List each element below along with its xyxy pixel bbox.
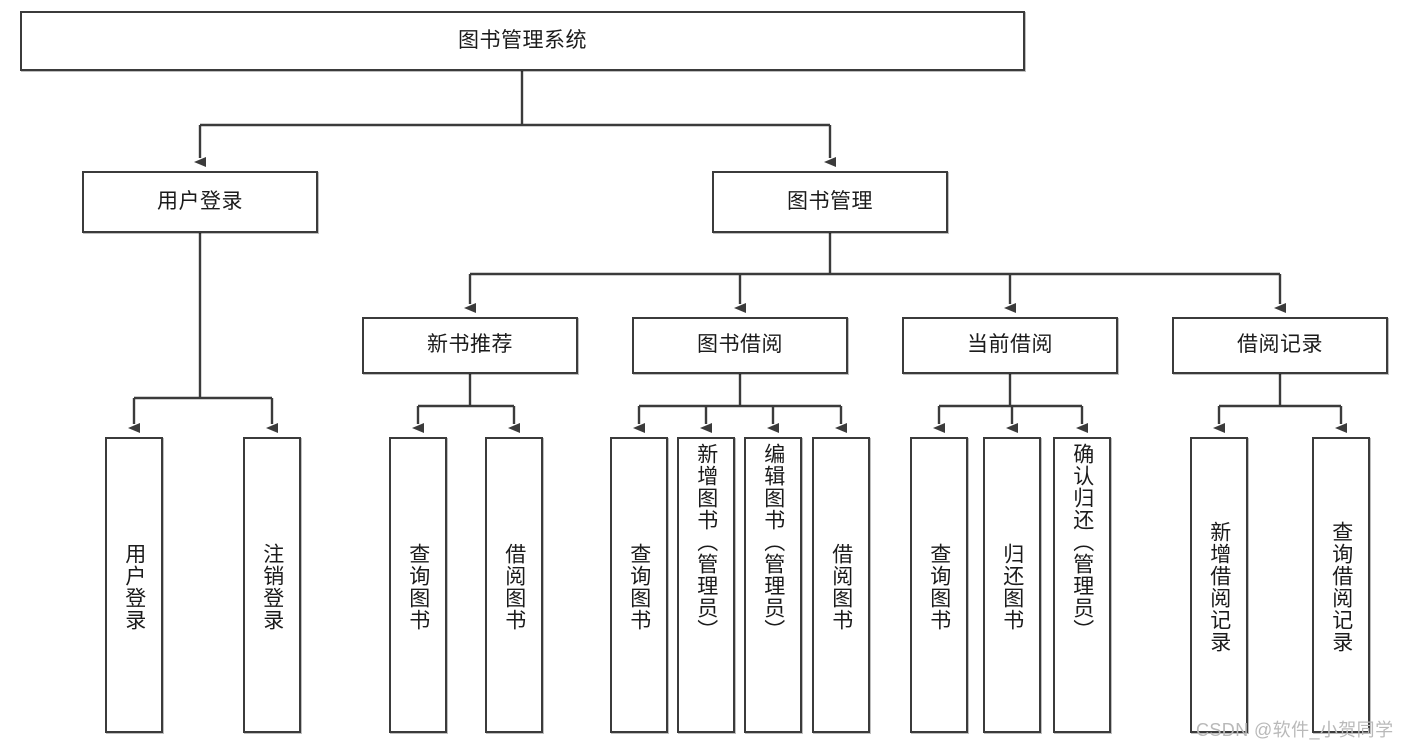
- node-label: 图书管理: [787, 189, 873, 213]
- node-borrow-record[interactable]: 借阅记录: [1172, 317, 1388, 374]
- node-leaf-user-login[interactable]: 用户登录: [105, 437, 163, 733]
- node-leaf-add-book[interactable]: 新增图书（管理员）: [677, 437, 735, 733]
- node-label: 查询图书: [927, 543, 951, 631]
- node-book-borrow[interactable]: 图书借阅: [632, 317, 848, 374]
- node-leaf-confirm-return[interactable]: 确认归还（管理员）: [1053, 437, 1111, 733]
- node-label: 编辑图书（管理员）: [761, 443, 785, 641]
- node-label: 新增图书（管理员）: [694, 443, 718, 641]
- node-label: 查询借阅记录: [1329, 521, 1353, 653]
- node-label: 借阅记录: [1237, 333, 1323, 357]
- node-leaf-return-book[interactable]: 归还图书: [983, 437, 1041, 733]
- node-leaf-query-record[interactable]: 查询借阅记录: [1312, 437, 1370, 733]
- node-leaf-edit-book[interactable]: 编辑图书（管理员）: [744, 437, 802, 733]
- node-label: 借阅图书: [829, 543, 853, 631]
- node-label: 新增借阅记录: [1207, 521, 1231, 653]
- node-new-book-rec[interactable]: 新书推荐: [362, 317, 578, 374]
- node-label: 注销登录: [260, 543, 284, 631]
- node-user-login[interactable]: 用户登录: [82, 171, 318, 233]
- node-leaf-query-book-2[interactable]: 查询图书: [610, 437, 668, 733]
- node-leaf-borrow-book-2[interactable]: 借阅图书: [812, 437, 870, 733]
- csdn-watermark: CSDN @软件_小贺同学: [1196, 720, 1394, 740]
- node-label: 当前借阅: [967, 333, 1053, 357]
- node-label: 用户登录: [157, 189, 243, 213]
- node-leaf-add-record[interactable]: 新增借阅记录: [1190, 437, 1248, 733]
- node-label: 确认归还（管理员）: [1070, 443, 1094, 641]
- node-leaf-query-book-3[interactable]: 查询图书: [910, 437, 968, 733]
- node-current-borrow[interactable]: 当前借阅: [902, 317, 1118, 374]
- node-label: 借阅图书: [502, 543, 526, 631]
- node-leaf-logout[interactable]: 注销登录: [243, 437, 301, 733]
- node-label: 查询图书: [406, 543, 430, 631]
- node-label: 新书推荐: [427, 333, 513, 357]
- node-leaf-query-book-1[interactable]: 查询图书: [389, 437, 447, 733]
- node-label: 查询图书: [627, 543, 651, 631]
- node-label: 图书借阅: [697, 333, 783, 357]
- node-leaf-borrow-book-1[interactable]: 借阅图书: [485, 437, 543, 733]
- node-root[interactable]: 图书管理系统: [20, 11, 1025, 71]
- node-label: 图书管理系统: [458, 28, 587, 52]
- node-label: 用户登录: [122, 543, 146, 631]
- node-label: 归还图书: [1000, 543, 1024, 631]
- node-book-manage[interactable]: 图书管理: [712, 171, 948, 233]
